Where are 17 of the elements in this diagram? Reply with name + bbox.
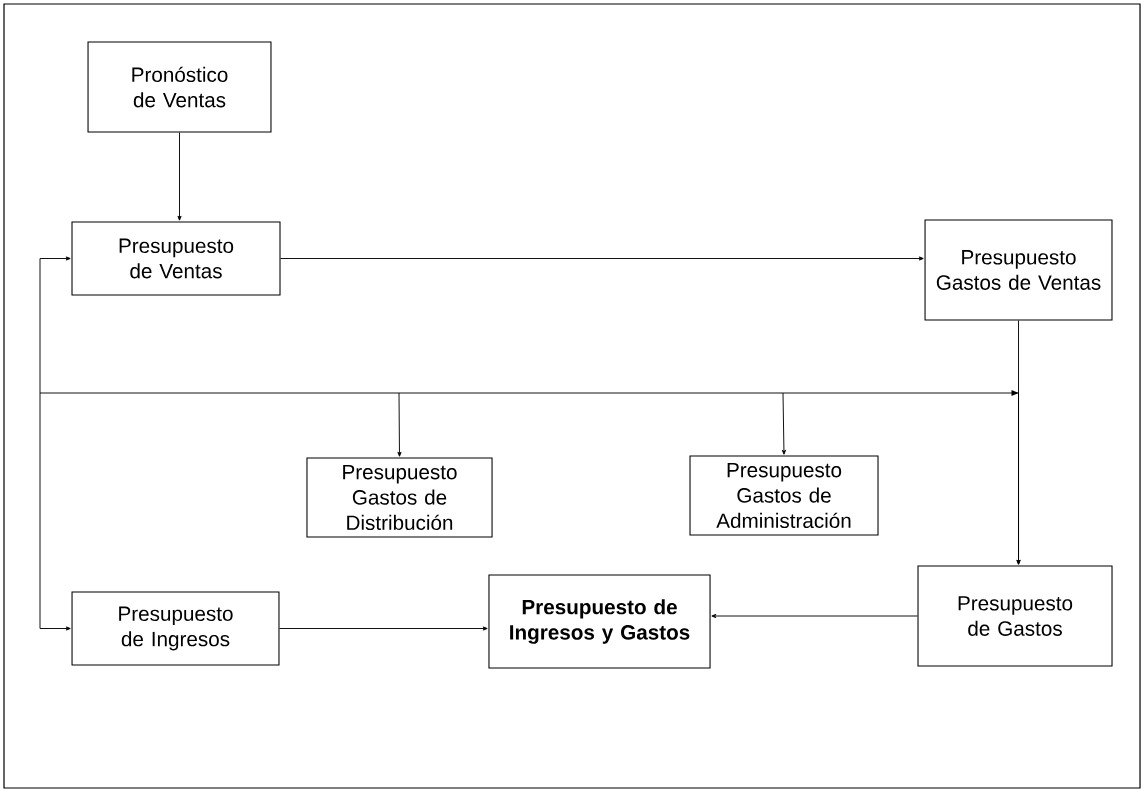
- process-box: Presupuesto de Ingresos y Gastos: [488, 574, 711, 669]
- process-box: Presupuesto de Ventas: [71, 221, 281, 296]
- process-box: Presupuesto Gastos de Ventas: [924, 219, 1113, 321]
- arrow: [39, 390, 1021, 565]
- arrow: [280, 256, 924, 261]
- arrow: [279, 626, 488, 631]
- arrow: [397, 392, 402, 457]
- process-box: Presupuesto de Ingresos: [71, 591, 280, 666]
- arrow: [39, 256, 71, 394]
- arrow: [177, 132, 182, 221]
- arrow: [39, 392, 71, 631]
- process-box: Presupuesto Gastos de Administración: [689, 455, 879, 536]
- process-box: Pronóstico de Ventas: [87, 41, 272, 133]
- process-box: Presupuesto de Gastos: [917, 565, 1113, 667]
- arrow: [781, 392, 786, 455]
- process-box: Presupuesto Gastos de Distribución: [306, 457, 493, 538]
- arrow: [711, 613, 918, 619]
